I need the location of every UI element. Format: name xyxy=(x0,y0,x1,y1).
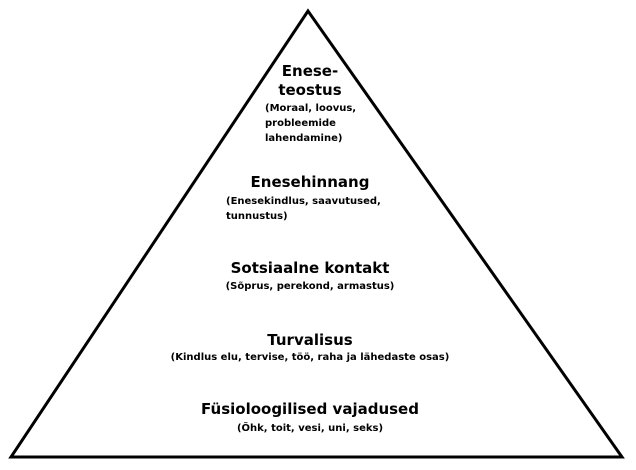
level-desc-line: lahendamine) xyxy=(265,133,343,144)
level-description: (Sõprus, perekond, armastus) xyxy=(180,279,440,294)
level-description: (Õhk, toit, vesi, uni, seks) xyxy=(170,421,450,436)
level-title-line: Sotsiaalne kontakt xyxy=(230,259,390,277)
level-description: (Enesekindlus, saavutused, tunnustus) xyxy=(226,194,406,224)
level-title-line: teostus xyxy=(278,81,342,99)
level-title-line: Enesehinnang xyxy=(250,173,370,191)
level-desc-line: probleemide xyxy=(265,118,336,129)
level-title: Sotsiaalne kontakt xyxy=(180,259,440,278)
level-desc-line: (Kindlus elu, tervise, töö, raha ja lähe… xyxy=(170,352,450,363)
level-title: Enese- teostus xyxy=(250,62,370,100)
level-desc-line: (Õhk, toit, vesi, uni, seks) xyxy=(236,423,384,434)
level-title-line: Turvalisus xyxy=(267,331,353,349)
level-desc-line: (Sõprus, perekond, armastus) xyxy=(225,281,395,292)
level-safety: Turvalisus (Kindlus elu, tervise, töö, r… xyxy=(110,331,510,365)
level-description: (Moraal, loovus, probleemide lahendamine… xyxy=(265,101,365,146)
level-title: Turvalisus xyxy=(110,331,510,350)
level-social: Sotsiaalne kontakt (Sõprus, perekond, ar… xyxy=(180,259,440,294)
level-esteem: Enesehinnang (Enesekindlus, saavutused, … xyxy=(200,173,420,224)
level-title-line: Enese- xyxy=(281,62,339,80)
level-title: Enesehinnang xyxy=(200,173,420,192)
level-description: (Kindlus elu, tervise, töö, raha ja lähe… xyxy=(110,350,510,365)
level-desc-line: (Moraal, loovus, xyxy=(265,103,357,114)
pyramid-triangle xyxy=(8,8,625,459)
level-desc-line: (Enesekindlus, saavutused, xyxy=(226,196,381,207)
level-desc-line: tunnustus) xyxy=(226,211,288,222)
level-physiological: Füsioloogilised vajadused (Õhk, toit, ve… xyxy=(170,400,450,436)
level-title: Füsioloogilised vajadused xyxy=(170,400,450,419)
level-self-actualization: Enese- teostus (Moraal, loovus, probleem… xyxy=(250,62,370,146)
level-title-line: Füsioloogilised vajadused xyxy=(201,400,419,418)
